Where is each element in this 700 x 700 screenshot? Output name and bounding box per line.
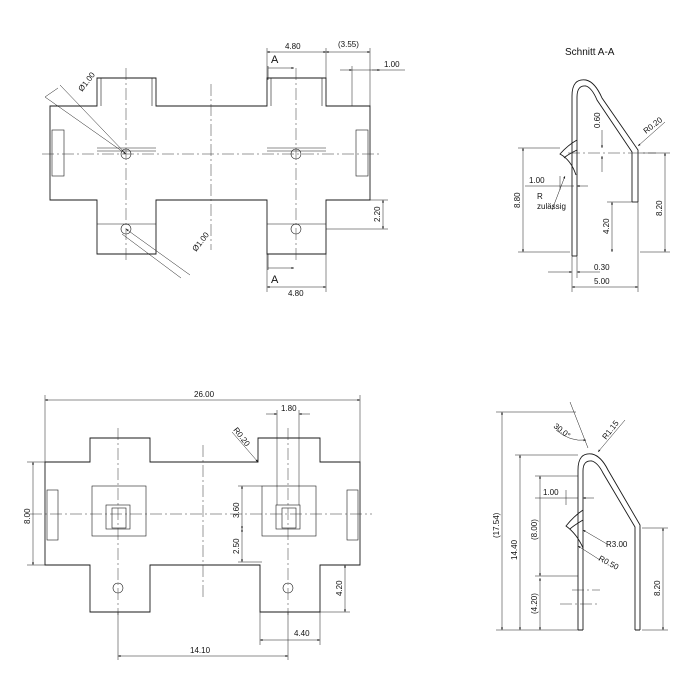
dim-label: 4.80 [288, 289, 304, 298]
dim-label: Ø1.00 [190, 230, 211, 253]
flat-view: 26.00 1.80 R0.20 8.00 3.60 2.50 4.20 4.4… [23, 390, 372, 660]
side-view: 30.0° R1.15 (17.54) 14.40 (8.00) (4.20) … [492, 401, 668, 631]
dim-label: R1.15 [600, 418, 621, 441]
window [261, 485, 317, 537]
dim-label: (8.00) [530, 519, 539, 540]
spring-tongue [559, 139, 578, 176]
dim-label: (3.55) [338, 40, 359, 49]
section-mark-bottom: A [271, 274, 279, 286]
section-mark-top: A [271, 54, 279, 66]
top-view: Ø1.00 Ø1.00 4.80 (3.55) 1.00 2.20 4.80 A… [42, 40, 405, 298]
dim-label: 4.20 [602, 218, 611, 234]
dim-label: R0.50 [597, 554, 621, 572]
dim-label: 14.10 [190, 646, 211, 655]
window [91, 485, 147, 537]
side-profile-outer [577, 453, 641, 630]
dim-label: R0.20 [231, 426, 252, 449]
dim-label: 3.60 [232, 502, 241, 518]
left-tab [51, 129, 65, 177]
note-r: R [537, 192, 543, 201]
dim-label: 4.80 [285, 42, 301, 51]
section-title: Schnitt A-A [565, 47, 615, 58]
dim-label: 0.30 [594, 263, 610, 272]
dim-label: (4.20) [530, 593, 539, 614]
section-profile-outer [571, 79, 639, 256]
dim-label: 4.20 [335, 580, 344, 596]
dim-label: 0.60 [593, 112, 602, 128]
dim-label: 5.00 [594, 277, 610, 286]
dim-label: 1.00 [529, 176, 545, 185]
dim-label: 2.20 [373, 206, 382, 222]
dim-label: 8.00 [23, 508, 32, 524]
dim-label: 30.0° [552, 421, 572, 440]
spring-tongue [565, 509, 584, 549]
right-tab [355, 129, 369, 177]
dim-label: 1.00 [543, 488, 559, 497]
note-zulassig: zulässig [537, 202, 566, 211]
dim-label: 8.80 [513, 192, 522, 208]
dim-label: 1.80 [281, 404, 297, 413]
dim-label: 1.00 [384, 60, 400, 69]
dim-label: 8.20 [653, 580, 662, 596]
dim-label: 26.00 [194, 390, 215, 399]
side-profile-inner [582, 460, 636, 630]
dim-label: 14.40 [510, 539, 519, 560]
dim-label: R3.00 [606, 540, 628, 549]
dim-label: 4.40 [294, 629, 310, 638]
section-profile-inner [576, 85, 633, 256]
dim-label: Ø1.00 [76, 70, 97, 93]
dim-label: 2.50 [232, 538, 241, 554]
dim-label: 8.20 [655, 200, 664, 216]
section-view: Schnitt A-A 0.60 R0.20 1.00 R zulässig 8… [513, 47, 670, 292]
dim-label: (17.54) [492, 512, 501, 538]
